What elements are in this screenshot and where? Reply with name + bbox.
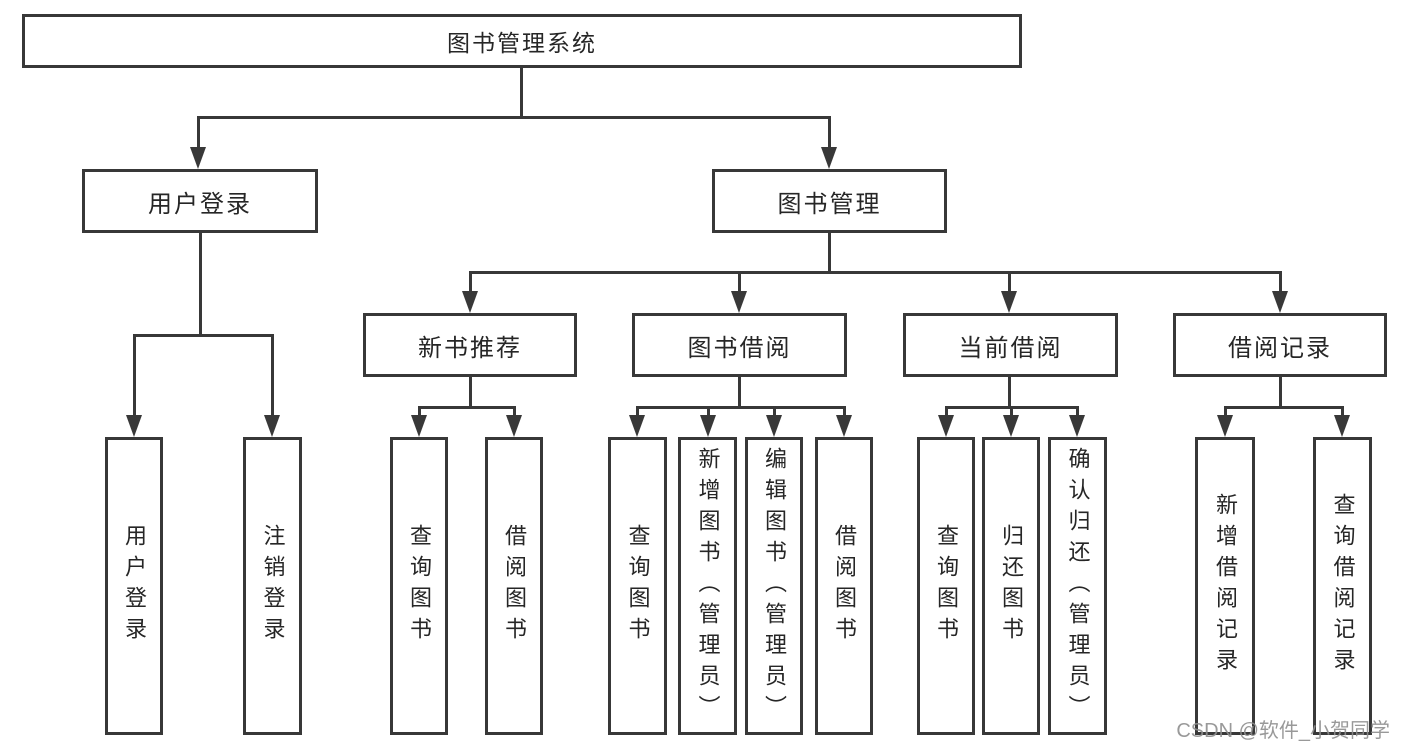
connector-user-login-rail: [133, 334, 274, 337]
node-book-management: 图书管理: [712, 169, 947, 233]
csdn-watermark: CSDN @软件_小贺同学: [1176, 720, 1390, 742]
connector-drop: [271, 334, 274, 417]
connector-drop: [773, 406, 776, 418]
connector-book-mgmt-stem: [828, 232, 831, 273]
connector-drop: [1224, 406, 1227, 418]
connector-book-mgmt-drop: [828, 116, 831, 149]
connector-drop: [707, 406, 710, 418]
node-new-book-recommend: 新书推荐: [363, 313, 577, 377]
connector-drop: [1008, 271, 1011, 293]
arrow-down-icon: [411, 415, 427, 437]
node-leaf-borrow-books-recommend: 借阅图书: [485, 437, 543, 735]
node-leaf-edit-books-admin: 编辑图书（管理员）: [745, 437, 803, 735]
node-leaf-add-books-admin: 新增图书（管理员）: [678, 437, 737, 735]
arrow-down-icon: [506, 415, 522, 437]
connector-drop: [1341, 406, 1344, 418]
connector-user-login-drop: [197, 116, 200, 149]
arrow-down-icon: [629, 415, 645, 437]
connector-drop: [1279, 271, 1282, 293]
arrow-down-icon: [1069, 415, 1085, 437]
node-leaf-query-books-recommend: 查询图书: [390, 437, 448, 735]
connector-drop: [1010, 406, 1013, 418]
node-leaf-query-borrow-record: 查询借阅记录: [1313, 437, 1372, 735]
connector-stem: [469, 376, 472, 408]
arrow-down-icon: [731, 291, 747, 313]
arrow-down-icon: [190, 147, 206, 169]
arrow-down-icon: [1272, 291, 1288, 313]
connector-root-stem: [520, 68, 523, 117]
node-leaf-add-borrow-record: 新增借阅记录: [1195, 437, 1255, 735]
node-current-borrowing: 当前借阅: [903, 313, 1118, 377]
connector-drop: [469, 271, 472, 293]
connector-rail: [1224, 406, 1344, 409]
connector-drop: [513, 406, 516, 418]
node-user-login: 用户登录: [82, 169, 318, 233]
node-leaf-confirm-return-admin: 确认归还（管理员）: [1048, 437, 1107, 735]
node-leaf-logout: 注销登录: [243, 437, 302, 735]
connector-rail: [636, 406, 846, 409]
arrow-down-icon: [766, 415, 782, 437]
connector-drop: [945, 406, 948, 418]
arrow-down-icon: [700, 415, 716, 437]
arrow-down-icon: [821, 147, 837, 169]
arrow-down-icon: [264, 415, 280, 437]
connector-rail: [418, 406, 516, 409]
node-leaf-borrow-books: 借阅图书: [815, 437, 873, 735]
connector-drop: [1076, 406, 1079, 418]
connector-drop: [133, 334, 136, 417]
node-library-management-system: 图书管理系统: [22, 14, 1022, 68]
node-borrowing-records: 借阅记录: [1173, 313, 1387, 377]
connector-level3-rail: [469, 271, 1282, 274]
node-leaf-user-login: 用户登录: [105, 437, 163, 735]
arrow-down-icon: [462, 291, 478, 313]
arrow-down-icon: [126, 415, 142, 437]
node-leaf-query-books-current: 查询图书: [917, 437, 975, 735]
connector-stem: [1279, 376, 1282, 408]
connector-stem: [738, 376, 741, 408]
connector-drop: [738, 271, 741, 293]
connector-drop: [636, 406, 639, 418]
arrow-down-icon: [1001, 291, 1017, 313]
node-book-borrowing: 图书借阅: [632, 313, 847, 377]
arrow-down-icon: [836, 415, 852, 437]
connector-drop: [418, 406, 421, 418]
connector-level2-rail: [197, 116, 831, 119]
arrow-down-icon: [1217, 415, 1233, 437]
node-leaf-query-books-borrowing: 查询图书: [608, 437, 667, 735]
arrow-down-icon: [1334, 415, 1350, 437]
arrow-down-icon: [938, 415, 954, 437]
arrow-down-icon: [1003, 415, 1019, 437]
connector-user-login-stem: [199, 232, 202, 335]
node-leaf-return-books: 归还图书: [982, 437, 1040, 735]
connector-drop: [843, 406, 846, 418]
connector-stem: [1008, 376, 1011, 408]
